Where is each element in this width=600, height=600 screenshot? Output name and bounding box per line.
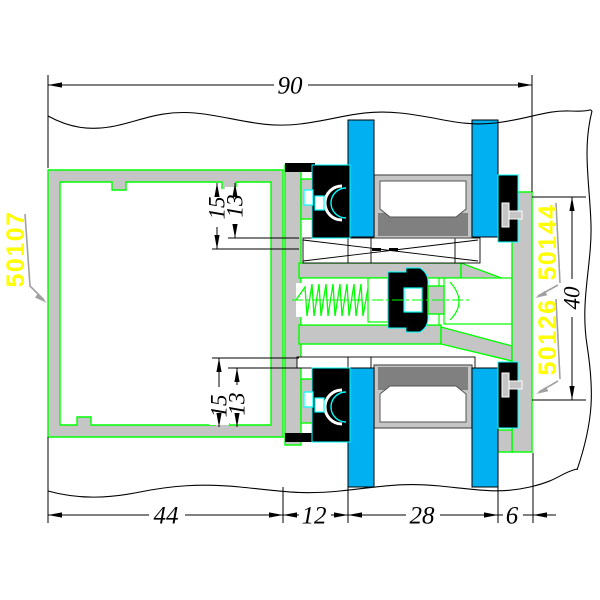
dim-top-offset-a: 15 <box>205 197 230 220</box>
dimensions: 90 44 12 28 6 40 15 13 15 13 <box>47 72 586 530</box>
clip-core-top <box>303 189 314 206</box>
jamb-t-stud <box>507 380 523 390</box>
glass-pane <box>471 119 499 238</box>
dim-top-offset-b: 13 <box>223 195 248 218</box>
gasket-bottom-right <box>497 361 523 429</box>
dim-bead-gap: 12 <box>302 503 327 530</box>
break-lines <box>47 109 593 498</box>
part-labels: 50107 50144 50126 <box>2 202 562 394</box>
dim-bottom-offset-b: 13 <box>225 393 250 416</box>
dim-bottom-offset-a: 15 <box>207 395 232 418</box>
label-frame-profile: 50107 <box>2 210 30 287</box>
jamb-t-stud <box>501 202 510 228</box>
glass-pane <box>471 367 499 488</box>
setting-block-top <box>302 237 481 264</box>
frame-profile-50107 <box>47 169 284 438</box>
glazing-unit-top <box>347 119 499 239</box>
glass-pane <box>347 119 375 238</box>
clip-core-bottom <box>303 391 314 408</box>
dim-glazing-height: 40 <box>560 286 585 310</box>
label-sash-profile: 50144 <box>534 203 562 280</box>
jamb-t-stud <box>507 210 523 220</box>
label-mullion-profile: 50126 <box>534 298 562 375</box>
gasket-top-right <box>497 174 523 243</box>
glass-pane <box>347 367 375 488</box>
gasket-top-left <box>285 163 351 239</box>
dim-glazing-width: 28 <box>410 503 436 530</box>
dim-overall-width: 90 <box>278 73 304 100</box>
dim-edge-gap: 6 <box>506 503 519 530</box>
glazing-unit-bottom <box>347 364 499 488</box>
jamb-t-stud <box>501 372 510 398</box>
dim-frame-width: 44 <box>154 503 179 530</box>
